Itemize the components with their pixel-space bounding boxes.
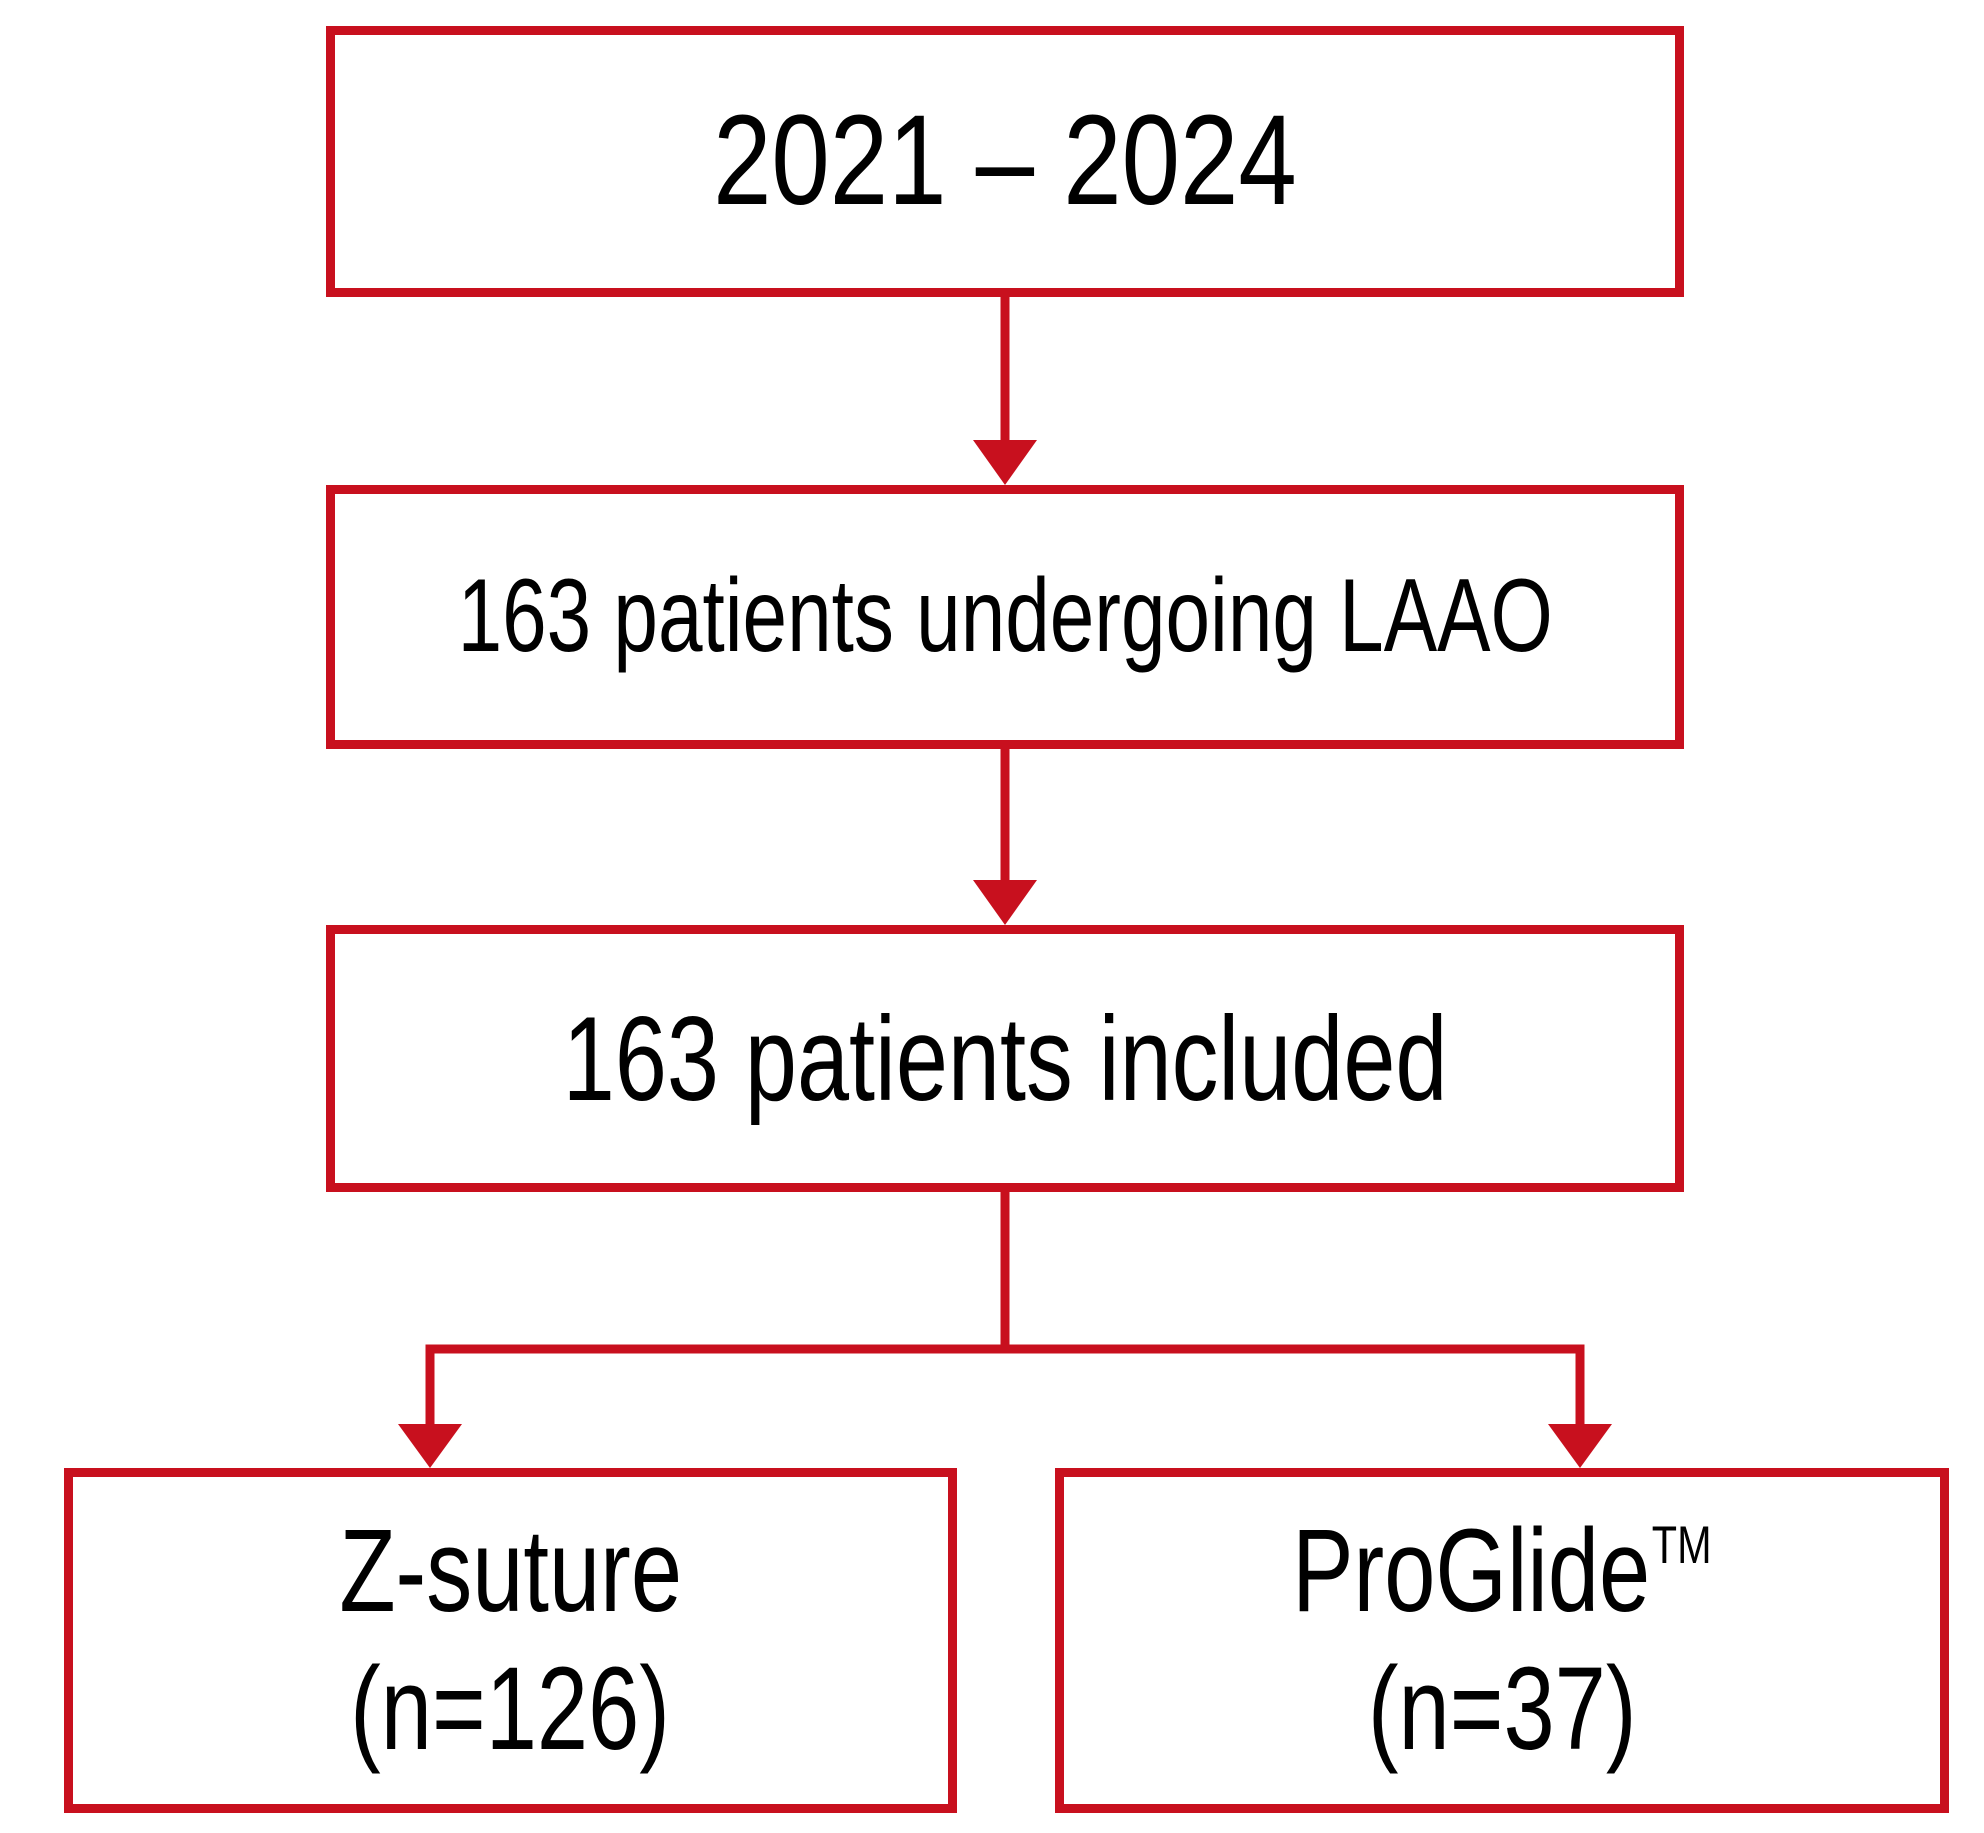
box-proglide-group: ProGlideTM (n=37) xyxy=(1055,1468,1949,1813)
arrowhead-to-zsuture xyxy=(398,1424,462,1468)
proglide-count: (n=37) xyxy=(1367,1642,1637,1775)
enrolled-patients-text: 163 patients undergoing LAAO xyxy=(457,558,1553,675)
arrowhead-to-proglide xyxy=(1548,1424,1612,1468)
proglide-label: ProGlideTM xyxy=(1292,1509,1712,1634)
arrowhead-to-enrolled xyxy=(973,440,1037,485)
box-included-patients: 163 patients included xyxy=(326,925,1684,1192)
zsuture-count: (n=126) xyxy=(350,1642,671,1775)
box-enrolled-patients: 163 patients undergoing LAAO xyxy=(326,485,1684,749)
arrowhead-to-included xyxy=(973,880,1037,925)
box-study-period: 2021 – 2024 xyxy=(326,26,1684,297)
proglide-name: ProGlide xyxy=(1292,1504,1651,1637)
trademark-mark: TM xyxy=(1651,1515,1712,1575)
zsuture-label: Z-suture xyxy=(339,1504,682,1637)
connector-split-horizontal xyxy=(425,1344,1585,1428)
included-patients-text: 163 patients included xyxy=(562,991,1448,1126)
study-period-text: 2021 – 2024 xyxy=(713,89,1297,233)
box-zsuture-group: Z-suture (n=126) xyxy=(64,1468,957,1813)
